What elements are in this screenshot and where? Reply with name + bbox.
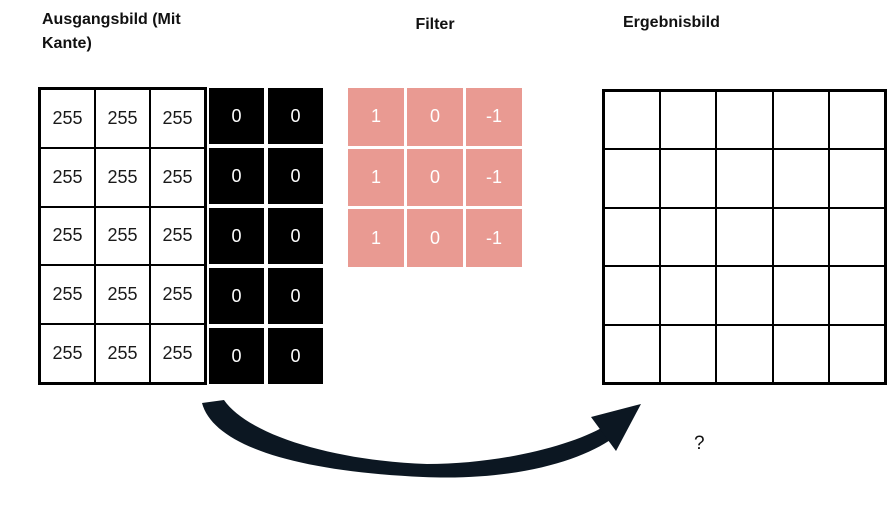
result-grid-title: Ergebnisbild	[623, 14, 720, 31]
source-cell: 255	[40, 324, 95, 383]
source-cell: 255	[40, 265, 95, 325]
result-cell	[772, 324, 829, 383]
filter-cell: 0	[407, 148, 463, 207]
result-cell	[772, 91, 829, 150]
source-cell: 255	[40, 147, 95, 207]
source-cell: 255	[95, 265, 150, 325]
source-cell: 255	[40, 89, 95, 148]
result-cell	[716, 149, 773, 208]
filter-cell: -1	[466, 209, 522, 267]
filter-cell: 1	[348, 148, 404, 207]
filter-title: Filter	[415, 16, 455, 33]
source-cell-black: 0	[209, 268, 264, 324]
source-cell-black: 0	[209, 208, 264, 264]
curved-arrow-body	[202, 400, 613, 478]
result-cell	[604, 266, 661, 325]
source-cell: 255	[95, 206, 150, 266]
result-cell	[772, 207, 829, 267]
source-cell-black: 0	[209, 88, 264, 144]
source-cell-black: 0	[268, 88, 323, 144]
filter-cell: 0	[407, 209, 463, 267]
source-cell: 255	[40, 206, 95, 266]
source-cell-black: 0	[268, 268, 323, 324]
source-grid-black-part: 0 0 0 0 0 0 0 0 0 0	[209, 88, 323, 384]
source-cell-black: 0	[268, 148, 323, 204]
result-cell	[604, 324, 661, 383]
source-grid-title: Ausgangsbild (Mit Kante)	[42, 11, 181, 52]
result-cell	[660, 266, 717, 325]
source-cell: 255	[150, 265, 205, 325]
result-cell	[660, 91, 717, 150]
result-cell	[716, 266, 773, 325]
curved-arrow	[202, 400, 641, 478]
result-cell	[772, 149, 829, 208]
result-cell	[828, 324, 885, 383]
result-cell	[716, 207, 773, 267]
result-cell	[828, 207, 885, 267]
result-cell	[716, 91, 773, 150]
result-cell	[828, 266, 885, 325]
question-mark: ?	[694, 433, 705, 454]
filter-cell: -1	[466, 148, 522, 207]
result-cell	[660, 207, 717, 267]
source-cell: 255	[95, 324, 150, 383]
result-cell	[604, 149, 661, 208]
source-cell: 255	[150, 206, 205, 266]
source-cell-black: 0	[209, 328, 264, 384]
source-cell: 255	[150, 324, 205, 383]
source-cell: 255	[150, 147, 205, 207]
result-cell	[660, 324, 717, 383]
curved-arrow-head	[591, 404, 641, 451]
source-cell-black: 0	[209, 148, 264, 204]
source-cell-black: 0	[268, 328, 323, 384]
filter-cell: -1	[466, 88, 522, 146]
filter-cell: 1	[348, 88, 404, 146]
result-cell	[716, 324, 773, 383]
filter-cell: 0	[407, 88, 463, 146]
source-cell: 255	[95, 89, 150, 148]
result-cell	[604, 207, 661, 267]
source-cell-black: 0	[268, 208, 323, 264]
source-grid-white-part: 255 255 255 255 255 255 255 255 255 255 …	[38, 87, 207, 385]
result-cell	[604, 91, 661, 150]
result-cell	[828, 149, 885, 208]
result-grid	[602, 89, 887, 385]
filter-grid: 1 0 -1 1 0 -1 1 0 -1	[348, 88, 522, 267]
source-cell: 255	[150, 89, 205, 148]
result-cell	[772, 266, 829, 325]
filter-cell: 1	[348, 209, 404, 267]
source-cell: 255	[95, 147, 150, 207]
result-cell	[660, 149, 717, 208]
result-cell	[828, 91, 885, 150]
